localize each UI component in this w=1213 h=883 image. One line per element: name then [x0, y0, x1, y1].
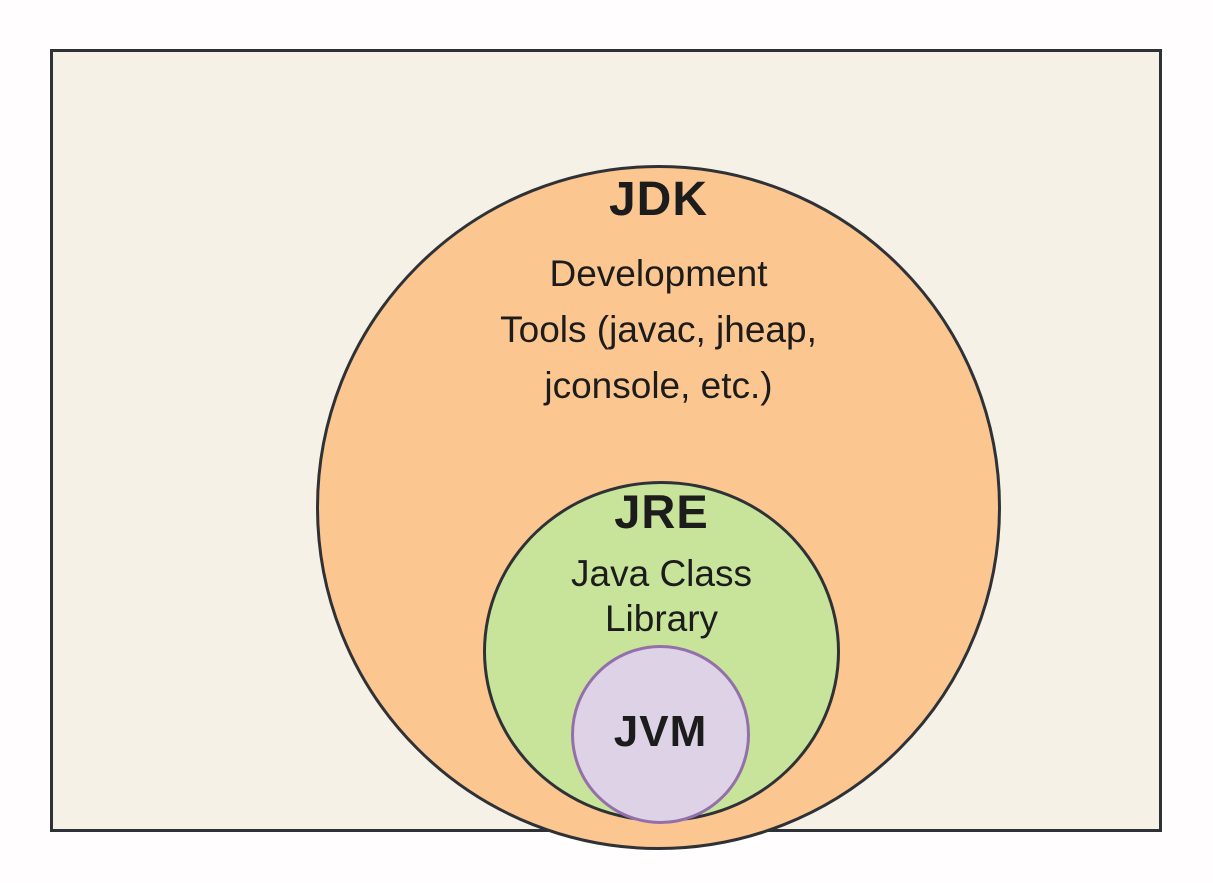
- jre-description: Java Class Library: [483, 551, 840, 641]
- jre-description-line: Java Class: [571, 553, 752, 594]
- jdk-description: Development Tools (javac, jheap, jconsol…: [316, 246, 1001, 414]
- jdk-description-line: jconsole, etc.): [544, 365, 773, 406]
- jdk-label: JDK: [608, 173, 709, 226]
- diagram-frame: JDK Development Tools (javac, jheap, jco…: [50, 49, 1162, 850]
- jvm-label: JVM: [613, 707, 708, 756]
- jdk-description-line: Tools (javac, jheap,: [500, 309, 817, 350]
- jvm-circle: [571, 645, 750, 824]
- jre-description-line: Library: [604, 598, 719, 639]
- jre-label: JRE: [614, 485, 709, 538]
- jdk-description-line: Development: [549, 253, 768, 294]
